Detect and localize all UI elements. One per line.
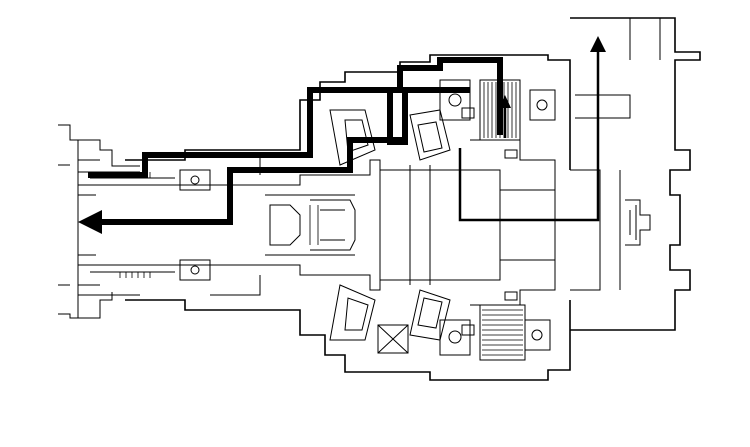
power-flow-path-clutch xyxy=(458,36,606,222)
planetary-gear-set xyxy=(260,109,556,354)
arrow-up-small-icon xyxy=(499,95,511,108)
arrow-left-icon xyxy=(78,210,102,234)
outer-housing xyxy=(125,17,701,381)
bearings xyxy=(179,79,556,356)
clutch-pack-lower xyxy=(479,304,526,361)
power-flow-path-upper xyxy=(88,57,503,178)
arrow-up-icon xyxy=(590,36,606,52)
power-flow-path-output xyxy=(78,87,470,234)
